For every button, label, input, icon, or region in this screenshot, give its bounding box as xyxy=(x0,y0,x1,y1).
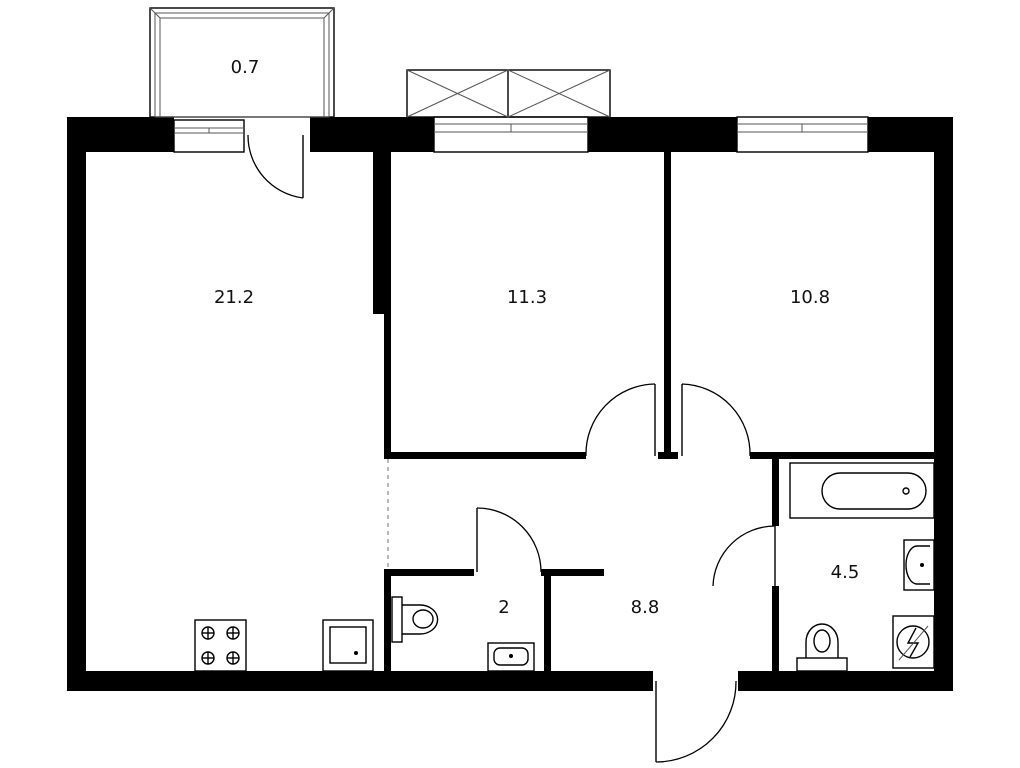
balcony-area-label: 0.7 xyxy=(231,57,260,78)
bedroom-1-area-label: 11.3 xyxy=(507,287,547,308)
washing-machine-icon xyxy=(892,615,935,669)
washbasin-icon xyxy=(903,539,935,591)
washbasin-icon xyxy=(487,642,535,672)
bathtub-icon xyxy=(789,462,935,519)
door-bedroom-1[interactable] xyxy=(585,383,656,457)
toilet-icon xyxy=(796,623,848,672)
window-bedroom-2 xyxy=(736,116,869,153)
outer-walls xyxy=(67,117,953,691)
hall-area-label: 8.8 xyxy=(631,597,660,618)
bathroom-area-label: 4.5 xyxy=(831,562,860,583)
door-wc[interactable] xyxy=(476,507,542,573)
exterior-unit xyxy=(406,69,611,118)
door-balcony[interactable] xyxy=(247,134,304,199)
kitchen-sink-icon xyxy=(322,619,374,672)
toilet-icon xyxy=(391,596,439,643)
wc-area-label: 2 xyxy=(498,597,509,618)
door-entrance[interactable] xyxy=(655,680,737,763)
living-kitchen-area-label: 21.2 xyxy=(214,287,254,308)
window-living xyxy=(173,117,310,153)
door-bedroom-2[interactable] xyxy=(681,383,751,457)
balcony xyxy=(149,7,335,118)
bedroom-2-area-label: 10.8 xyxy=(790,287,830,308)
stove-icon xyxy=(194,619,247,672)
interior-walls xyxy=(373,152,934,671)
window-bedroom-1 xyxy=(433,116,589,153)
door-bathroom[interactable] xyxy=(712,525,776,587)
